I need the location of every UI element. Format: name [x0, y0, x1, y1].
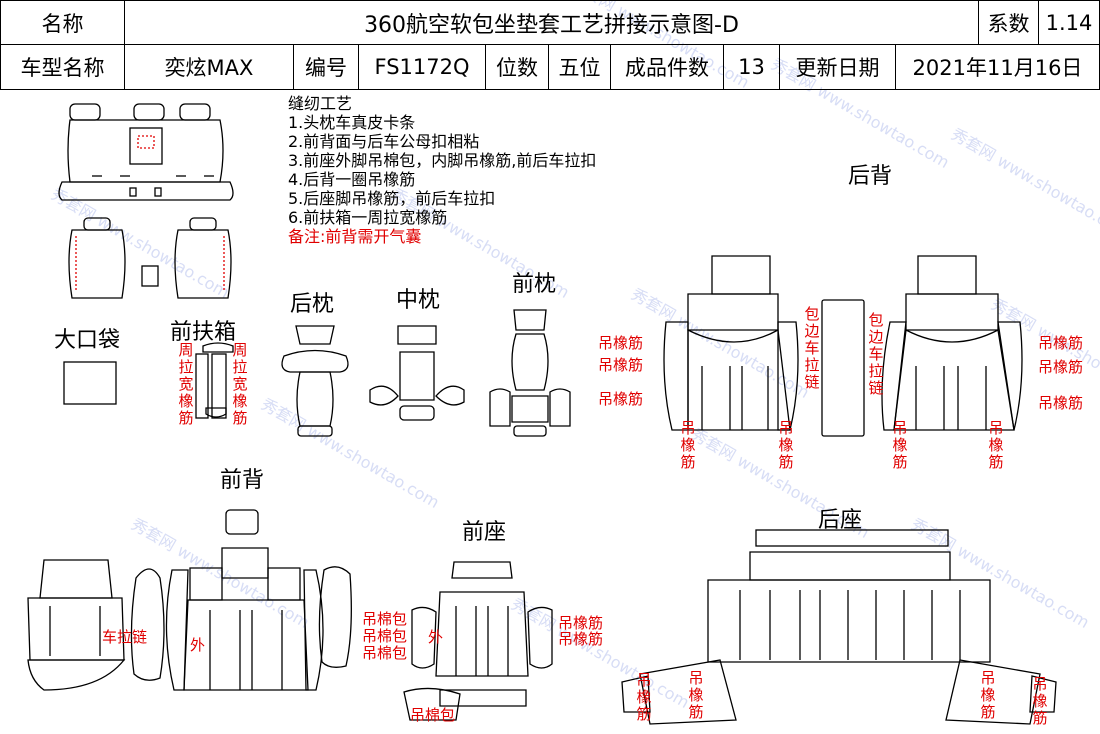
- annot-rear-back-left-1: 吊橡筋: [598, 334, 644, 352]
- big-pocket-piece: [63, 361, 117, 405]
- model-value: 奕炫MAX: [124, 44, 294, 90]
- coef-label: 系数: [978, 0, 1039, 45]
- label-big-pocket: 大口袋: [54, 328, 121, 353]
- annot-rear-seat-right-1: 吊橡筋: [980, 669, 996, 721]
- annot-rear-back-right-3: 吊橡筋: [1038, 394, 1084, 412]
- annot-rear-back-left-3: 吊橡筋: [598, 390, 644, 408]
- annot-armrest-left: 周拉宽橡筋: [178, 341, 194, 427]
- annot-strip-right: 包边车拉链: [868, 311, 884, 397]
- rear-back-right-pieces: [881, 255, 1023, 431]
- annot-rear-back-left-2: 吊橡筋: [598, 356, 644, 374]
- front-back-outer-pieces: [27, 559, 352, 691]
- sewing-notes: 缝纫工艺 1.头枕车真皮卡条 2.前背面与后车公母扣相粘 3.前座外脚吊棉包，内…: [288, 94, 596, 246]
- rear-back-middle-strip: [821, 299, 865, 437]
- annot-front-back-zipper: 车拉链: [102, 628, 148, 646]
- notes-remark: 备注:前背需开气囊: [288, 227, 422, 246]
- note-item-5: 5.后座脚吊橡筋，前后车拉扣: [288, 189, 496, 208]
- front-headrest-pieces: [489, 309, 571, 437]
- note-item-6: 6.前扶箱一周拉宽橡筋: [288, 208, 448, 227]
- annot-rear-back-right-4: 吊橡筋: [892, 419, 908, 471]
- annot-rear-back-right-2: 吊橡筋: [1038, 358, 1084, 376]
- label-front-armrest: 前扶箱: [170, 320, 237, 345]
- annot-front-seat-left-3: 吊棉包: [362, 644, 408, 662]
- rear-seat-pieces: [621, 529, 1057, 725]
- annot-rear-seat-left-1: 吊橡筋: [636, 671, 652, 723]
- annot-armrest-right: 周拉宽橡筋: [232, 341, 248, 427]
- annot-front-seat-right-2: 吊橡筋: [558, 630, 604, 648]
- annot-rear-seat-right-2: 吊橡筋: [1032, 675, 1048, 727]
- front-back-pieces: [165, 509, 324, 691]
- update-value: 2021年11月16日: [895, 44, 1100, 90]
- label-middle-headrest: 中枕: [396, 288, 441, 313]
- notes-heading: 缝纫工艺: [288, 94, 353, 113]
- label-rear-back: 后背: [848, 164, 893, 189]
- front-seats-thumbnail: [68, 217, 232, 299]
- label-front-back: 前背: [220, 468, 265, 493]
- annot-rear-back-left-4: 吊橡筋: [680, 419, 696, 471]
- update-label: 更新日期: [779, 44, 896, 90]
- annot-front-seat-right-1: 吊橡筋: [558, 614, 604, 632]
- front-armrest-pieces: [195, 342, 234, 419]
- label-rear-seat: 后座: [818, 508, 863, 533]
- note-item-1: 1.头枕车真皮卡条: [288, 113, 416, 132]
- car-rear-bench-thumbnail: [58, 103, 234, 201]
- rear-back-left-pieces: [663, 255, 799, 431]
- annot-rear-back-right-1: 吊橡筋: [1038, 334, 1084, 352]
- rear-headrest-pieces: [281, 325, 349, 437]
- annot-strip-left: 包边车拉链: [804, 305, 820, 391]
- annot-rear-seat-left-2: 吊橡筋: [688, 669, 704, 721]
- label-front-seat: 前座: [462, 520, 507, 545]
- annot-front-seat-left-2: 吊棉包: [362, 627, 408, 645]
- note-item-2: 2.前背面与后车公母扣相粘: [288, 132, 480, 151]
- annot-rear-back-right-5: 吊橡筋: [988, 419, 1004, 471]
- code-value: FS1172Q: [358, 44, 486, 90]
- annot-front-seat-bottom: 吊棉包: [410, 706, 456, 724]
- label-rear-headrest: 后枕: [290, 292, 335, 317]
- annot-front-seat-left-1: 吊棉包: [362, 610, 408, 628]
- note-item-4: 4.后背一圈吊橡筋: [288, 170, 416, 189]
- pieces-label: 成品件数: [610, 44, 724, 90]
- note-item-3: 3.前座外脚吊棉包，内脚吊橡筋,前后车拉扣: [288, 151, 597, 170]
- seats-label: 位数: [485, 44, 549, 90]
- front-seat-pieces: [403, 561, 553, 721]
- annot-rear-back-left-5: 吊橡筋: [778, 419, 794, 471]
- annot-front-seat-outer: 外: [428, 628, 444, 646]
- middle-headrest-pieces: [369, 325, 465, 421]
- annot-front-back-outer: 外: [190, 636, 206, 654]
- label-front-headrest: 前枕: [512, 272, 557, 297]
- model-label: 车型名称: [0, 44, 125, 90]
- header-table: 名称 360航空软包坐垫套工艺拼接示意图-D 系数 1.14 车型名称 奕炫MA…: [0, 0, 1100, 90]
